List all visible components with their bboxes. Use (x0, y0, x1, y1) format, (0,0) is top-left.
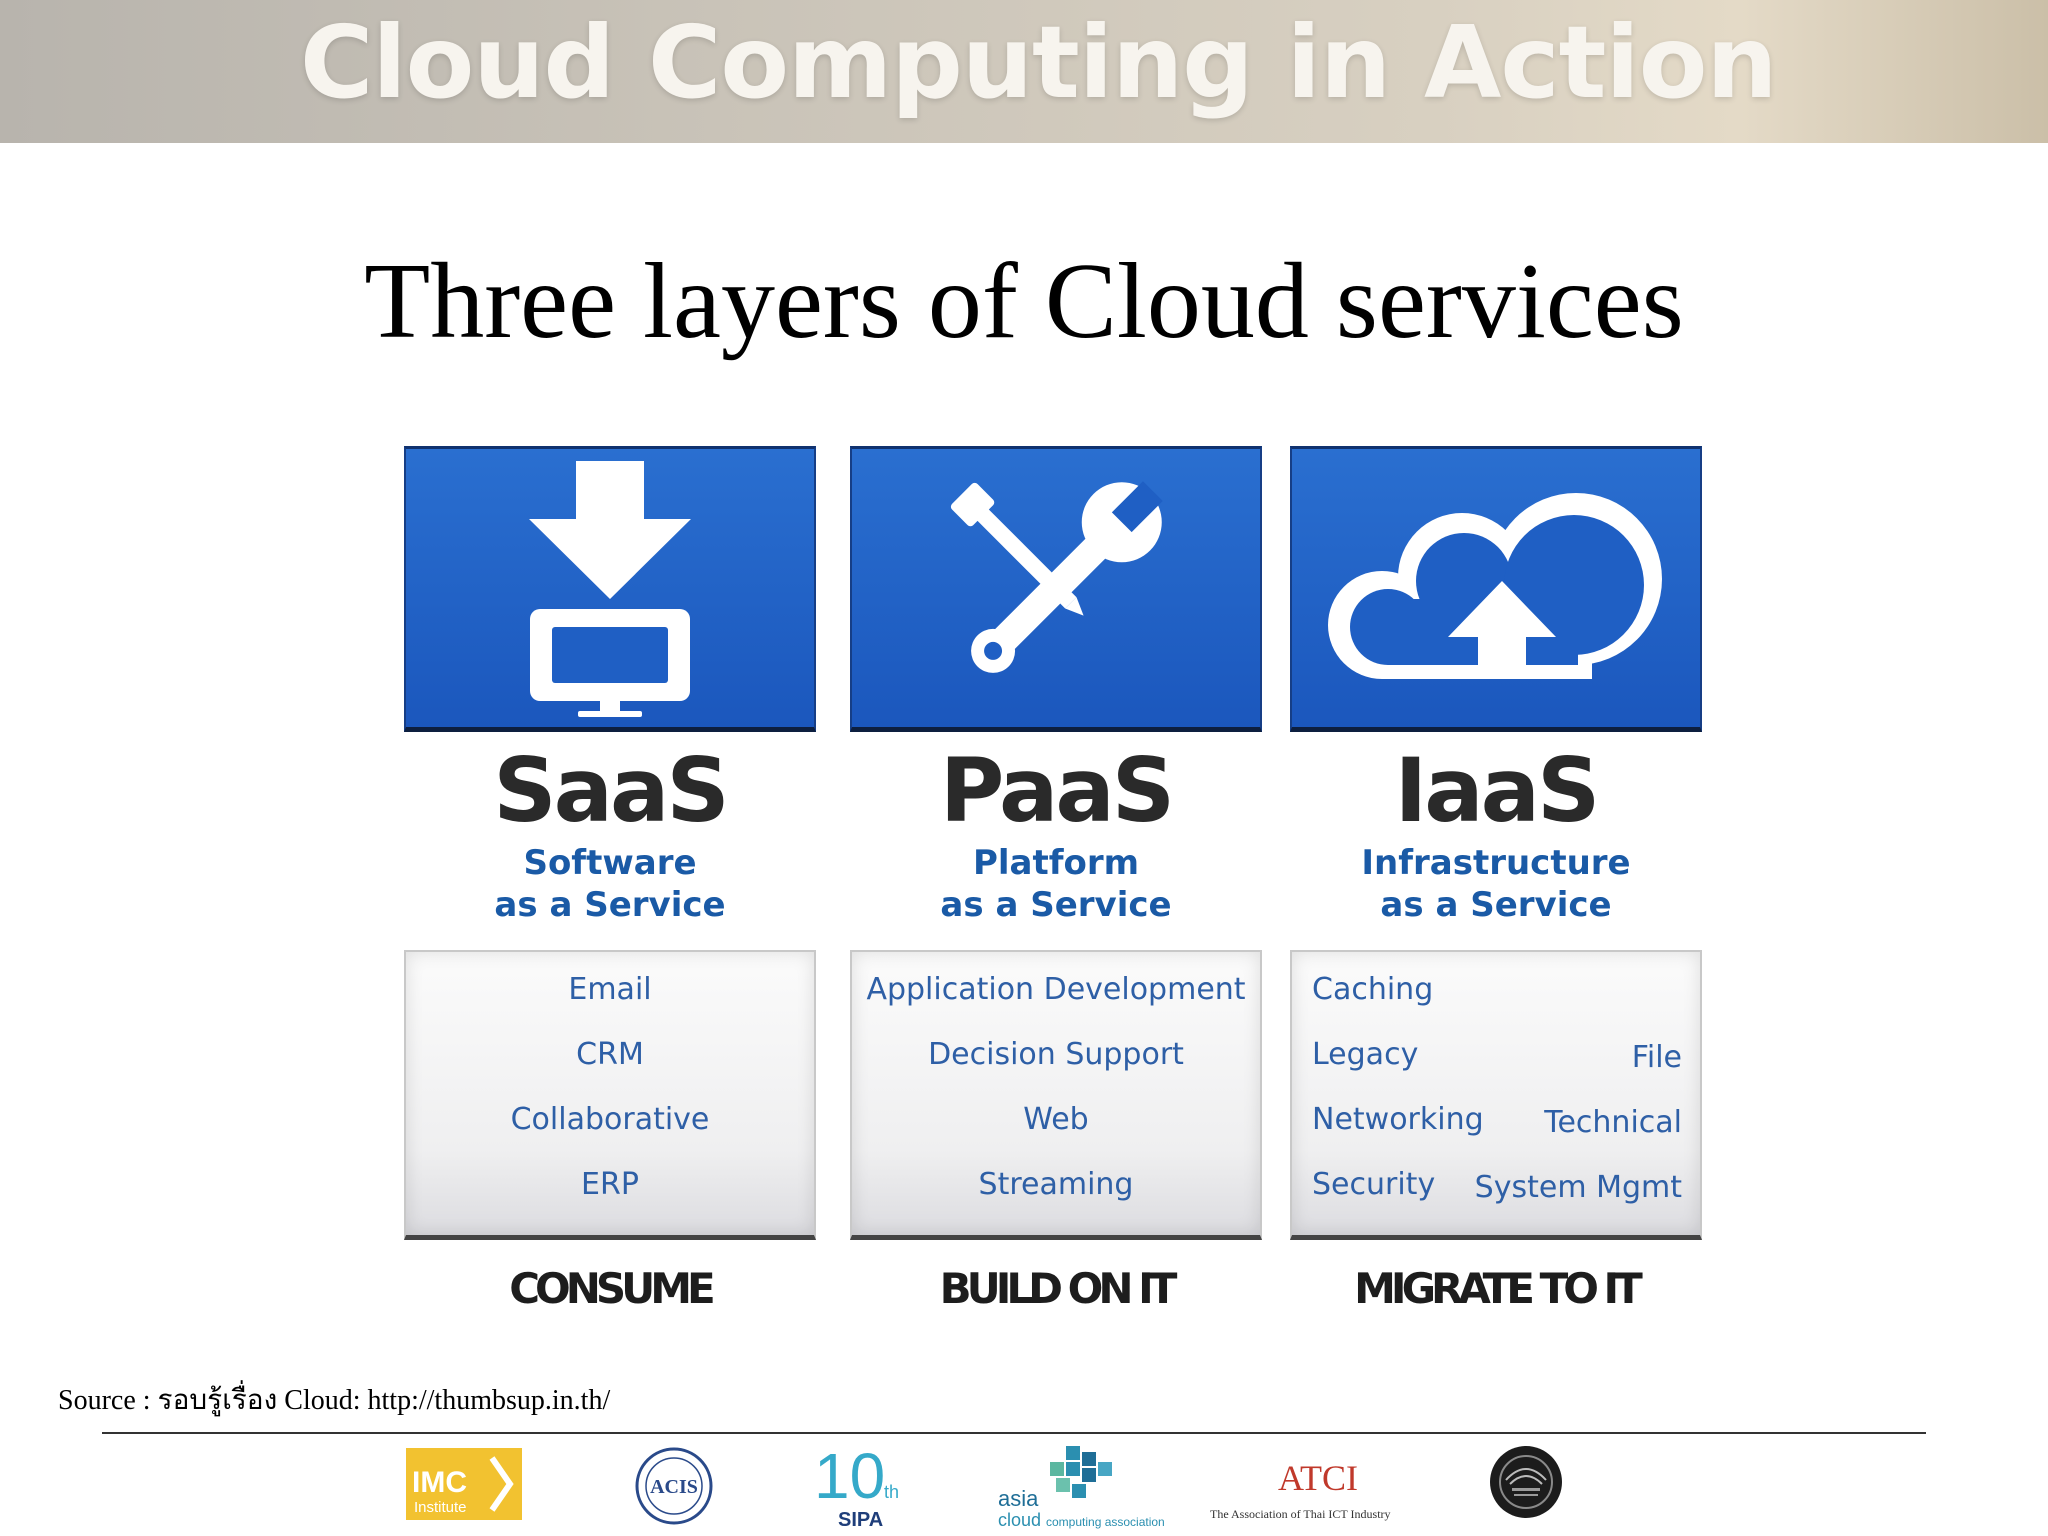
saas-icon-tile (404, 446, 816, 732)
atci-logo-name: ATCI (1278, 1458, 1358, 1498)
iaas-icon-tile (1290, 446, 1702, 732)
iaas-item: File (1631, 1040, 1682, 1075)
cloud-upload-icon (1328, 493, 1662, 679)
iaas-item: Security (1312, 1167, 1436, 1202)
council-seal-logo (1488, 1444, 1564, 1530)
banner-title: Cloud Computing in Action (300, 4, 1778, 121)
saas-item: CRM (576, 1037, 644, 1072)
saas-item: Email (568, 972, 652, 1007)
sipa-logo-number: 10 (814, 1440, 885, 1512)
saas-tagline: CONSUME (509, 1264, 716, 1313)
paas-name-line2: as a Service (940, 885, 1172, 925)
imc-logo: IMC Institute (406, 1448, 522, 1534)
asia-cloud-line2-rest: computing association (1046, 1515, 1165, 1529)
asia-cloud-line1: asia (998, 1486, 1039, 1511)
iaas-column: IaaS Infrastructure as a Service Caching… (1290, 446, 1702, 1326)
saas-column: SaaS Software as a Service Email CRM Col… (404, 446, 816, 1326)
iaas-acronym: IaaS (1394, 739, 1601, 842)
imc-logo-sub: Institute (414, 1499, 467, 1516)
paas-item: Web (1023, 1102, 1089, 1137)
slide-title: Three layers of Cloud services (364, 242, 1684, 361)
paas-tagline: BUILD ON IT (939, 1264, 1178, 1313)
header-banner: Cloud Computing in Action (0, 0, 2048, 143)
saas-name-line2: as a Service (494, 885, 726, 925)
iaas-item: Legacy (1312, 1037, 1419, 1072)
acis-logo-name: ACIS (650, 1476, 698, 1498)
atci-logo-sub: The Association of Thai ICT Industry (1210, 1507, 1391, 1521)
source-citation: Source : รอบรู้เรื่อง Cloud: http://thum… (58, 1385, 611, 1416)
atci-logo: ATCI The Association of Thai ICT Industr… (1208, 1444, 1426, 1530)
saas-acronym: SaaS (493, 739, 730, 842)
download-monitor-icon (529, 461, 691, 717)
iaas-item: Technical (1544, 1105, 1682, 1140)
paas-item: Application Development (866, 972, 1246, 1007)
paas-acronym: PaaS (939, 739, 1175, 842)
sipa-logo-name: SIPA (838, 1509, 883, 1530)
iaas-items-box: Caching Legacy Networking Security File … (1290, 950, 1702, 1240)
iaas-item: Networking (1312, 1102, 1484, 1137)
asia-cloud-line2: cloud (998, 1510, 1041, 1530)
saas-item: ERP (581, 1167, 639, 1202)
paas-name-line1: Platform (972, 843, 1140, 883)
saas-name-line1: Software (523, 843, 697, 883)
iaas-name-line1: Infrastructure (1361, 843, 1631, 883)
footer-divider (102, 1432, 1926, 1434)
saas-items-box: Email CRM Collaborative ERP (404, 950, 816, 1240)
iaas-name-line2: as a Service (1380, 885, 1612, 925)
iaas-service-name: Infrastructure as a Service (1290, 842, 1702, 926)
iaas-item: System Mgmt (1474, 1170, 1682, 1205)
paas-column: PaaS Platform as a Service Application D… (850, 446, 1262, 1326)
paas-service-name: Platform as a Service (850, 842, 1262, 926)
imc-logo-name: IMC (412, 1466, 467, 1499)
iaas-item: Caching (1312, 972, 1434, 1007)
paas-icon-tile (850, 446, 1262, 732)
asia-cloud-logo: asia cloud computing association (996, 1444, 1190, 1530)
paas-items-box: Application Development Decision Support… (850, 950, 1262, 1240)
acis-logo: ACIS (634, 1446, 714, 1532)
sipa-logo-suffix: th (884, 1482, 899, 1502)
saas-service-name: Software as a Service (404, 842, 816, 926)
paas-item: Decision Support (928, 1037, 1184, 1072)
saas-item: Collaborative (510, 1102, 710, 1137)
paas-item: Streaming (978, 1167, 1134, 1202)
iaas-tagline: MIGRATE TO IT (1354, 1264, 1643, 1313)
sipa-logo: 10 th SIPA (812, 1440, 924, 1530)
wrench-screwdriver-icon (950, 481, 1163, 673)
